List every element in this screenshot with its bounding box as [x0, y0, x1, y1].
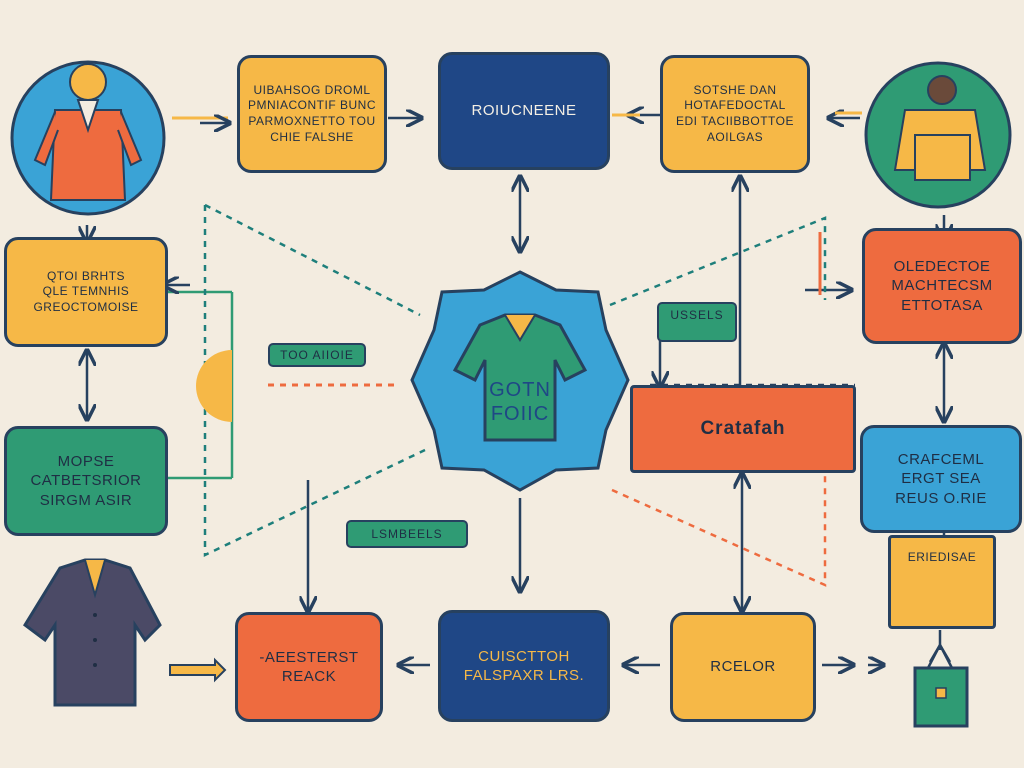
node-bottom-center: CUISCTTOH FALSPAXR LRS. [438, 610, 610, 722]
node-line: QLE TEMNHIS [42, 284, 130, 299]
node-right-top: OLEDECTOE MACHTECSM ETTOTASA [862, 228, 1022, 344]
node-line: ROIUCNEENE [471, 102, 577, 120]
node-top-right: SOTSHE DAN HOTAFEDOCTAL EDI TACIIBBOTTOE… [660, 55, 810, 173]
node-line: ERGT SEA [901, 470, 981, 488]
person-vest-icon [10, 60, 166, 216]
node-center-right: Cratafah [630, 385, 856, 473]
node-line: MOPSE [57, 452, 115, 470]
half-circle-shape [196, 350, 232, 422]
node-line: CRAFCEML [897, 450, 985, 468]
node-right-middle: CRAFCEML ERGT SEA REUS O.RIE [860, 425, 1022, 533]
node-line: REUS O.RIE [895, 489, 987, 507]
hub-line: FOIIC [490, 403, 550, 425]
node-line: PMNIACONTIF BUNC [248, 98, 376, 113]
node-top-left: UIBAHSOG DROML PMNIACONTIF BUNC PARMOXNE… [237, 55, 387, 173]
node-left-top: QTOI BRHTS QLE TEMNHIS GREOCTOMOISE [4, 237, 168, 347]
tag-ussels: USSELS [657, 302, 737, 342]
tag-lsmbees: LSMBEELS [346, 520, 468, 548]
hub-label: GOTN FOIIC [470, 378, 570, 426]
node-line: AOILGAS [706, 129, 764, 144]
node-line: OLEDECTOE [893, 257, 991, 275]
node-line: ETTOTASA [901, 296, 983, 314]
node-bottom-right: RCELOR [670, 612, 816, 722]
node-line: SIRGM ASIR [39, 491, 133, 509]
node-line: -AEESTERST [259, 648, 359, 666]
shopping-bag-icon [913, 642, 969, 728]
tag-too-aioie: TOO AIIOIE [268, 343, 366, 367]
node-line: CATBETSRIOR [30, 472, 142, 490]
node-top-center: ROIUCNEENE [438, 52, 610, 170]
node-line: REACK [281, 668, 337, 685]
hub-badge [410, 270, 630, 492]
node-line: MACHTECSM [891, 277, 993, 295]
polo-shirt-icon [23, 558, 162, 707]
node-line: FALSPAXR LRS. [463, 667, 585, 684]
node-line: GREOCTOMOISE [33, 299, 139, 314]
node-line: RCELOR [710, 658, 776, 676]
node-line: SOTSHE DAN [693, 82, 777, 97]
node-right-small: ERIEDISAE [888, 535, 996, 629]
node-line: HOTAFEDOCTAL [684, 98, 786, 113]
node-line: EDI TACIIBBOTTOE [675, 114, 795, 128]
node-bottom-left: -AEESTERST REACK [235, 612, 383, 722]
node-left-bottom: MOPSE CATBETSRIOR SIRGM ASIR [4, 426, 168, 536]
node-line: Cratafah [700, 417, 786, 439]
arrow-pointer [169, 657, 227, 683]
delivery-person-icon [864, 61, 1012, 209]
node-line: QTOI BRHTS [46, 268, 126, 283]
node-line: CHIE FALSHE [270, 129, 354, 144]
node-line: CUISCTTOH [478, 647, 570, 665]
node-line: ERIEDISAE [907, 550, 977, 564]
node-line: UIBAHSOG DROML [253, 82, 371, 97]
hub-line: GOTN [489, 379, 551, 401]
node-line: PARMOXNETTO TOU [248, 114, 376, 128]
